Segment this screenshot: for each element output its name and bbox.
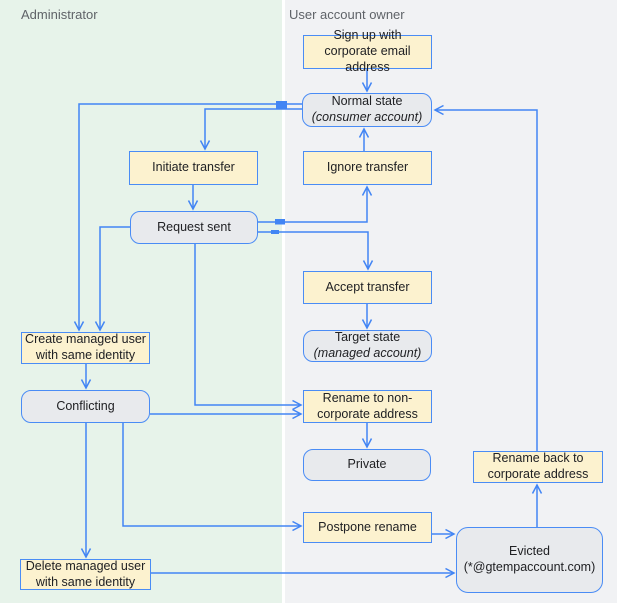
node-title: Target state [334,330,401,345]
node-normal-state: Normal state (consumer account) [302,93,432,127]
edge-rename-back-to-normal [433,104,538,451]
node-create-managed-user: Create managed user with same identity [21,332,150,364]
edge-request-sent-to-rename-non-corporate [194,244,303,411]
node-label: Private [347,457,387,472]
node-subtitle: (consumer account) [311,110,423,124]
node-rename-back-corporate: Rename back to corporate address [473,451,603,483]
node-rename-non-corporate: Rename to non-corporate address [303,390,432,423]
node-accept-transfer: Accept transfer [303,271,432,304]
node-subtitle: (*@gtempaccount.com) [463,560,596,574]
node-label: Postpone rename [318,519,417,534]
edge-junction-marker [271,230,279,234]
node-delete-managed-user: Delete managed user with same identity [20,559,151,590]
node-title: Evicted [509,544,550,559]
node-ignore-transfer: Ignore transfer [303,151,432,185]
edge-conflicting-to-postpone [122,423,303,532]
edge-junction-marker [276,101,287,109]
node-label: Rename back to corporate address [487,451,589,481]
node-request-sent: Request sent [130,211,258,244]
node-sign-up-with-corporate-email: Sign up with corporate email address [303,28,432,74]
node-postpone-rename: Postpone rename [303,512,432,543]
node-label: Sign up with corporate email address [324,28,411,74]
lane-title-administrator: Administrator [21,7,98,22]
node-label: Create managed user with same identity [25,332,146,362]
node-label: Delete managed user with same identity [25,558,146,589]
node-label: Ignore transfer [326,160,409,175]
node-evicted: Evicted (*@gtempaccount.com) [456,527,603,593]
node-label: Request sent [157,219,231,234]
edge-request-sent-to-accept [258,231,374,271]
lane-administrator [0,0,282,603]
edge-normal-to-create-managed [73,103,302,332]
lane-title-user-account-owner: User account owner [289,7,405,22]
node-subtitle: (managed account) [313,346,422,360]
edge-request-sent-to-ignore [258,185,373,223]
node-private: Private [303,449,431,481]
edge-junction-marker [275,219,285,225]
node-label: Initiate transfer [152,160,235,175]
node-conflicting: Conflicting [21,390,150,423]
node-label: Accept transfer [325,279,410,294]
node-target-state: Target state (managed account) [303,330,432,362]
edge-normal-to-initiate [199,108,302,151]
node-initiate-transfer: Initiate transfer [129,151,258,185]
node-label: Conflicting [56,398,115,413]
node-title: Normal state [331,94,403,109]
edge-request-sent-to-create-managed [94,226,130,332]
node-label: Rename to non-corporate address [317,390,418,421]
